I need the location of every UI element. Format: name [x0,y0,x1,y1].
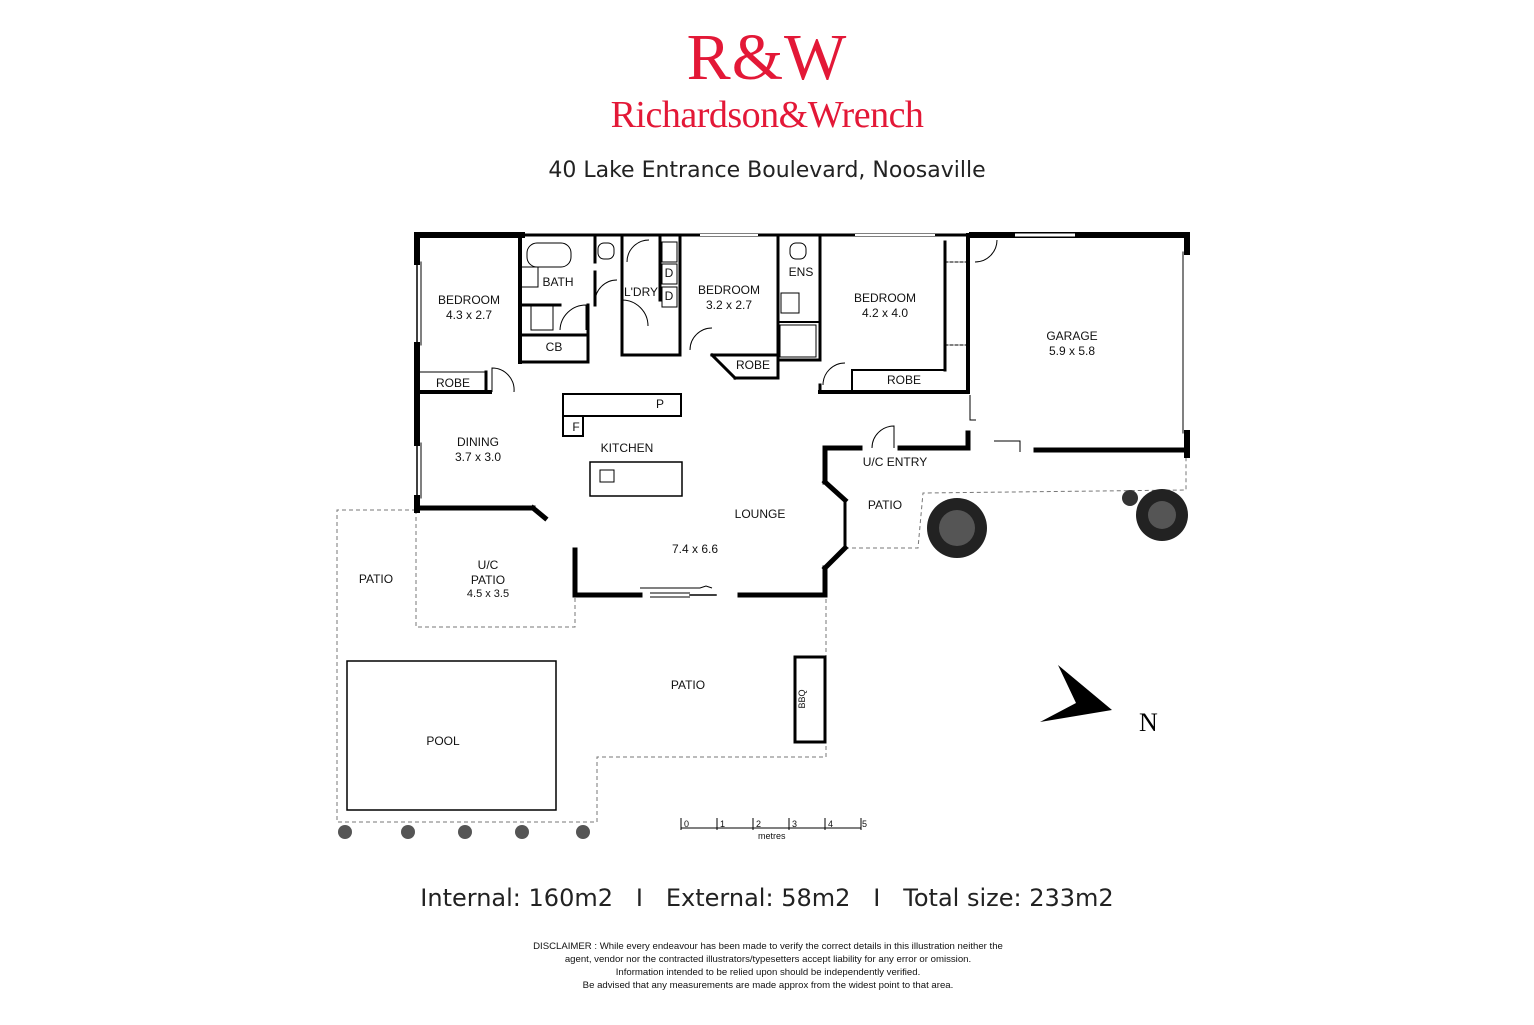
scale-bar [680,818,862,830]
patio-east-label: PATIO [868,498,902,512]
scale-tick-4: 4 [828,819,833,829]
uc-entry-label: U/C ENTRY [863,455,927,469]
bedroom1-name: BEDROOM [438,293,500,307]
scale-tick-1: 1 [720,819,725,829]
bedroom3-name: BEDROOM [854,291,916,305]
bedroom1-size: 4.3 x 2.7 [446,308,492,322]
fixtures [519,241,827,744]
area-summary: Internal: 160m2 I External: 58m2 I Total… [0,880,1534,916]
scale-unit: metres [758,831,786,841]
disclaimer-line-3: Information intended to be relied upon s… [615,967,921,978]
property-address: 40 Lake Entrance Boulevard, Noosaville [548,158,986,183]
scale-tick-2: 2 [756,819,761,829]
dining-size: 3.7 x 3.0 [455,450,501,464]
bedroom2-size: 3.2 x 2.7 [706,298,752,312]
fridge-label: F [572,420,579,434]
brand-logo-name: Richardson&Wrench [610,94,924,136]
trees [338,489,1188,839]
uc-patio-size: 4.5 x 3.5 [467,588,509,600]
patio-west-label: PATIO [359,572,393,586]
bedroom3-size: 4.2 x 4.0 [862,306,908,320]
lounge-name: LOUNGE [735,507,786,521]
windows [650,233,1075,598]
walls [414,232,1190,598]
internal-label: Internal: [420,884,521,912]
patio-south-label: PATIO [671,678,705,692]
uc-patio-name1: U/C [478,558,499,572]
cb-label: CB [546,340,563,354]
garage-size: 5.9 x 5.8 [1049,344,1095,358]
garage-name: GARAGE [1046,329,1097,343]
bedroom2-name: BEDROOM [698,283,760,297]
brand-logo-mark: R&W [686,21,848,94]
north-label: N [1139,708,1158,737]
disclaimer: DISCLAIMER : While every endeavour has b… [468,940,1068,992]
bbq-label: BBQ [797,689,807,708]
uc-patio-name2: PATIO [471,573,505,587]
total-label: Total size: [903,884,1022,912]
robe1-label: ROBE [436,376,470,390]
disclaimer-line-1: DISCLAIMER : While every endeavour has b… [533,941,1003,952]
pantry-label: P [656,397,664,411]
dryer2-label: D [665,289,674,303]
pool-label: POOL [426,734,460,748]
robe3-label: ROBE [887,373,921,387]
internal-value: 160m2 [528,884,613,912]
separator-2: I [873,884,881,912]
ens-label: ENS [789,265,814,279]
disclaimer-line-2: agent, vendor nor the contracted illustr… [564,954,972,965]
room-labels: BEDROOM 4.3 x 2.7 BATH CB ROBE L'DRY D D… [359,265,1098,748]
scale-tick-0: 0 [684,819,689,829]
external-label: External: [665,884,774,912]
separator-1: I [635,884,643,912]
scale-labels: 0 1 2 3 4 5 metres [684,819,867,841]
scale-tick-5: 5 [862,819,867,829]
scale-tick-3: 3 [792,819,797,829]
doors [491,239,1021,589]
kitchen-label: KITCHEN [601,441,654,455]
bath-label: BATH [542,275,573,289]
robe2-label: ROBE [736,358,770,372]
pool [346,660,557,811]
laundry-label: L'DRY [624,285,658,299]
dryer1-label: D [665,266,674,280]
disclaimer-line-4: Be advised that any measurements are mad… [582,980,954,991]
total-value: 233m2 [1029,884,1114,912]
external-value: 58m2 [781,884,851,912]
lounge-size: 7.4 x 6.6 [672,542,718,556]
dining-name: DINING [457,435,499,449]
north-arrow-icon [1040,665,1112,722]
